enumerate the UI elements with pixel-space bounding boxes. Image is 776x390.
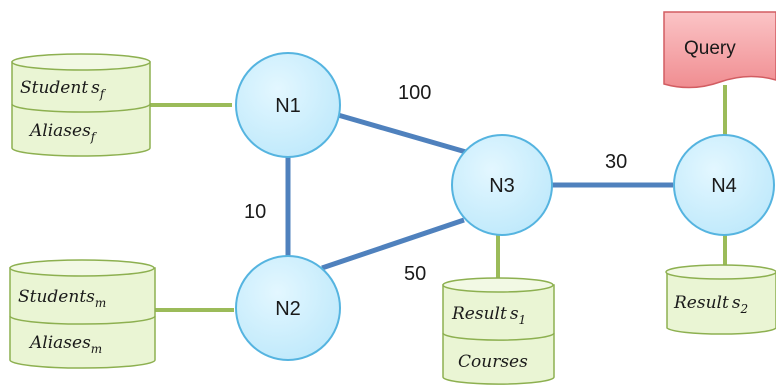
- database-connectors: [150, 85, 727, 312]
- network-edges: [285, 112, 673, 271]
- node-n3: N3: [451, 134, 553, 236]
- db-n2-top-label: Studentsm: [18, 287, 106, 310]
- node-n2-label: N2: [275, 298, 301, 320]
- edge-label-n2-n3: 50: [404, 263, 426, 285]
- edge-n2-n3: [321, 217, 465, 271]
- node-n4-label: N4: [711, 175, 737, 197]
- edge-label-n3-n4: 30: [605, 151, 627, 173]
- query-document: Query: [663, 11, 776, 89]
- query-label: Query: [684, 38, 736, 59]
- edge-n1-n3: [337, 112, 467, 155]
- database-n2: Studentsm Aliasesm: [9, 259, 156, 369]
- node-n1: N1: [235, 52, 341, 158]
- edge-label-n1-n3: 100: [398, 82, 431, 104]
- db-n3-bottom-label: Courses: [458, 352, 528, 372]
- edge-label-n1-n2: 10: [244, 201, 266, 223]
- node-n3-label: N3: [489, 175, 515, 197]
- node-n4: N4: [673, 134, 775, 236]
- node-n1-label: N1: [275, 95, 301, 117]
- db-n1-bottom-label: Aliasesf: [28, 121, 98, 144]
- db-n2-bottom-label: Aliasesm: [28, 333, 102, 356]
- node-n2: N2: [235, 255, 341, 361]
